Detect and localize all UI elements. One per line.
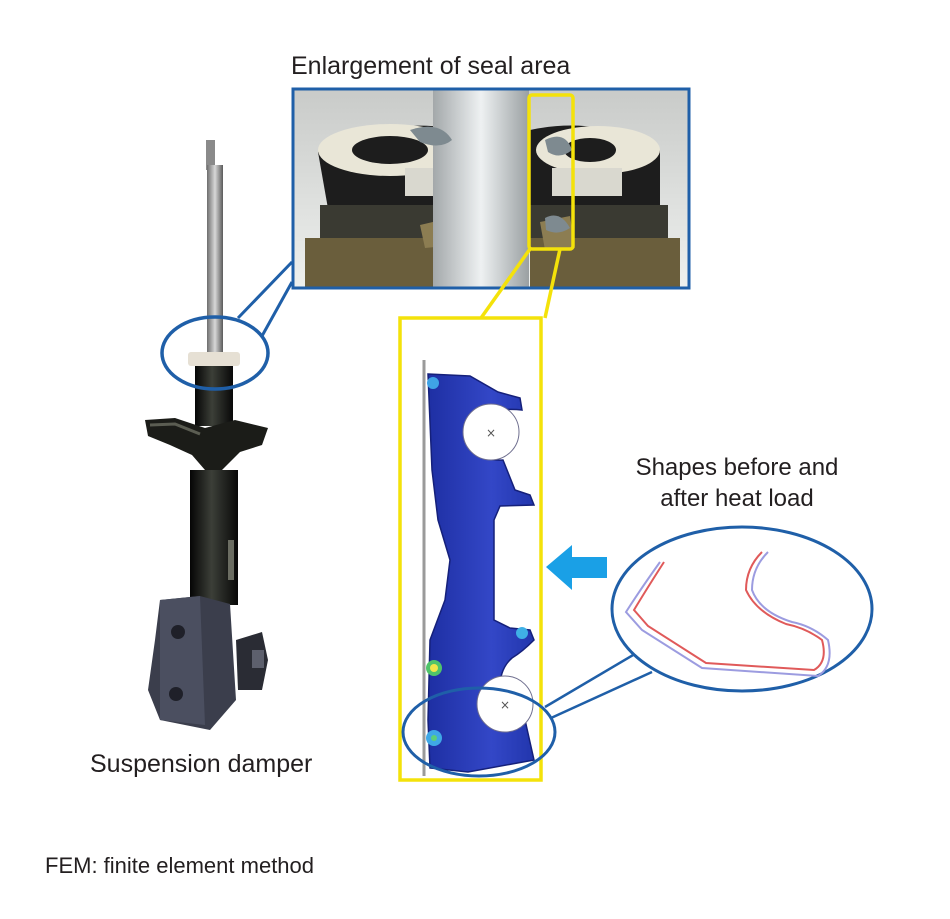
yellow-connector-right [543, 248, 562, 319]
connector-line-lower [260, 281, 294, 337]
fem-seal-model: × × [426, 373, 536, 773]
shape-comparison-curves [624, 551, 831, 678]
shape-after-heat-load [632, 551, 825, 672]
yellow-connector-left [479, 247, 532, 320]
damper-main-tube [190, 470, 238, 605]
svg-text:×: × [486, 426, 496, 440]
connector-line-upper [236, 260, 294, 320]
seal-area-marker-ellipse [160, 315, 270, 391]
bracket-bolt-hole-top [171, 625, 185, 639]
seal-lip-highlight [527, 93, 575, 251]
seal-enlargement-photo [294, 90, 688, 287]
suspension-damper-illustration [145, 140, 268, 730]
shape-before-heat-load [624, 551, 831, 678]
svg-text:×: × [500, 698, 510, 712]
damper-seal-cap [188, 352, 240, 366]
shapes-label-line-2: after heat load [660, 485, 814, 512]
damper-piston-rod [207, 165, 223, 355]
damper-upper-body [195, 366, 233, 426]
seal-enlargement-title: Enlargement of seal area [291, 52, 571, 80]
fem-connector-upper [544, 649, 641, 709]
shapes-label-line-1: Shapes before and [635, 454, 839, 481]
arrow-left-icon [546, 545, 607, 590]
fem-footnote: FEM: finite element method [45, 853, 315, 878]
suspension-damper-label: Suspension damper [90, 750, 313, 778]
bracket-bolt-hole-bottom [169, 687, 183, 701]
seal-enlargement-frame [291, 87, 691, 290]
enlargement-shaft [433, 90, 529, 287]
shape-comparison-ellipse [610, 525, 874, 693]
fem-detail-marker-ellipse [401, 686, 557, 778]
shapes-before-after-label: Shapes before and after heat load [612, 452, 862, 514]
fem-panel-frame [398, 316, 543, 782]
fem-connector-lower [550, 670, 653, 720]
damper-stud [206, 140, 215, 170]
fem-cutout-upper [462, 403, 520, 461]
damper-spring-seat [145, 418, 268, 470]
